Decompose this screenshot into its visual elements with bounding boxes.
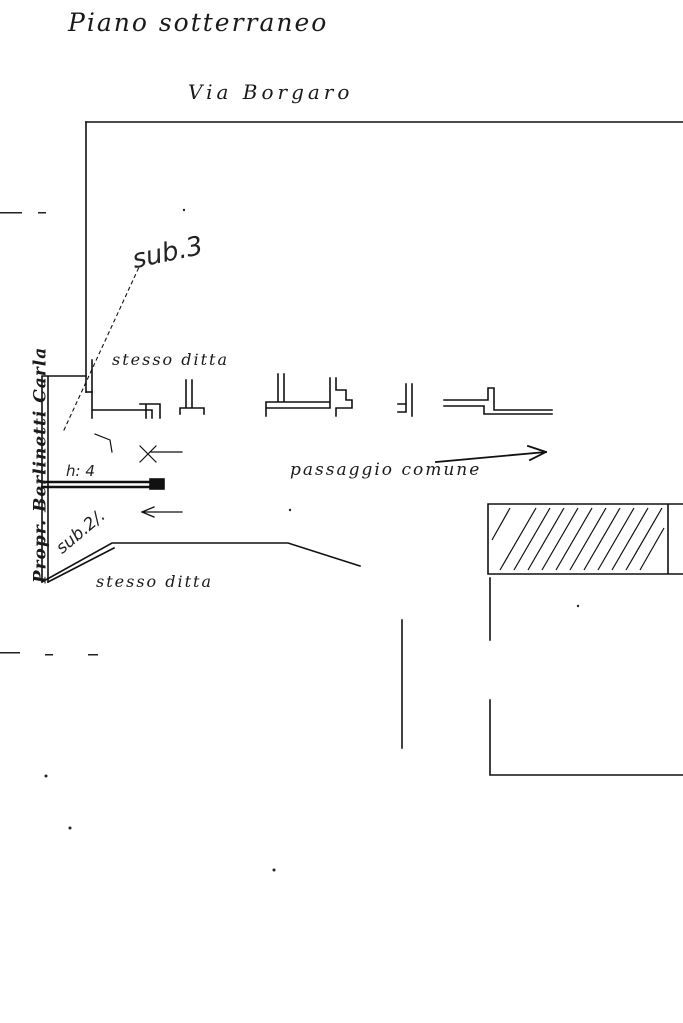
passage-arrow xyxy=(435,444,548,463)
wall-segment xyxy=(179,379,205,415)
wall-segment xyxy=(443,387,553,415)
right-block xyxy=(487,503,683,575)
owner-label: Propr. Berlinetti Carla xyxy=(30,346,51,584)
right-block xyxy=(489,577,683,776)
wall-h4 xyxy=(40,480,152,489)
wall-segment xyxy=(139,403,161,419)
same-firm-label-top: stesso ditta xyxy=(112,350,230,369)
page-title: Piano sotterraneo xyxy=(68,8,329,37)
street-label: Via Borgaro xyxy=(188,80,354,104)
common-passage-label: passaggio comune xyxy=(290,460,482,480)
wall-segment xyxy=(397,383,413,417)
small-arrow xyxy=(94,433,113,453)
wall-h4-end xyxy=(149,478,165,490)
h4-note: h: 4 xyxy=(66,462,95,480)
wall-left xyxy=(41,375,87,583)
speck-marks xyxy=(0,208,580,872)
leader-line xyxy=(63,264,141,431)
wall-segment xyxy=(91,359,153,419)
hatch-area xyxy=(491,507,665,571)
wall-segment xyxy=(265,373,353,417)
arrow-left xyxy=(141,506,183,518)
cross-mark xyxy=(139,445,183,463)
same-firm-label-bottom: stesso ditta xyxy=(96,572,214,591)
wall-slant xyxy=(40,542,362,584)
